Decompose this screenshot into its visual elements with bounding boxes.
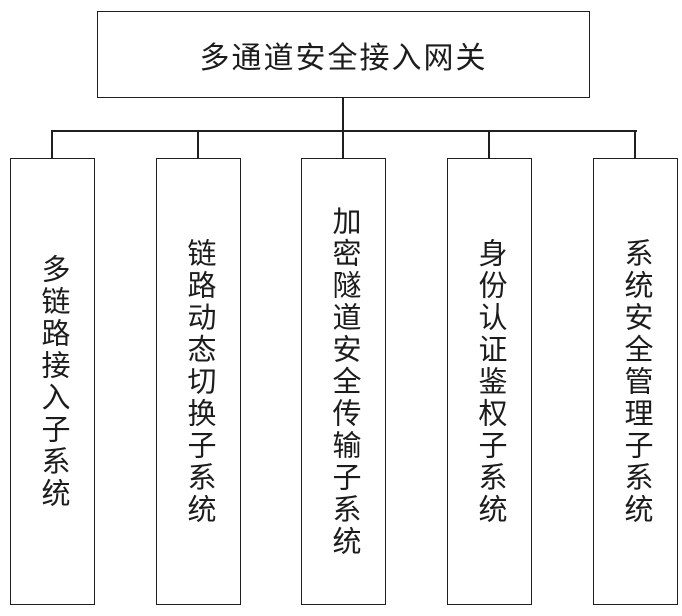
node-label: 系统安全管理子系统 [620,237,652,526]
node-label: 链路动态切换子系统 [183,237,215,526]
node-multi-link-access: 多链路接入子系统 [10,158,95,605]
root-node-gateway: 多通道安全接入网关 [97,11,590,98]
connector-bus [51,130,637,132]
connector-drop [197,131,199,158]
root-node-label: 多通道安全接入网关 [199,41,488,75]
node-label: 身份认证鉴权子系统 [474,237,506,526]
connector-drop [342,131,344,158]
connector-stem [342,97,344,131]
connector-drop [51,131,53,158]
node-identity-authentication-authorization: 身份认证鉴权子系统 [447,158,532,605]
node-link-dynamic-switching: 链路动态切换子系统 [156,158,241,605]
node-system-security-management: 系统安全管理子系统 [593,158,678,605]
node-label: 加密隧道安全传输子系统 [328,205,360,558]
node-encrypted-tunnel-secure-transmission: 加密隧道安全传输子系统 [301,158,386,605]
connector-drop [488,131,490,158]
node-label: 多链路接入子系统 [37,253,69,510]
connector-drop [634,131,636,158]
